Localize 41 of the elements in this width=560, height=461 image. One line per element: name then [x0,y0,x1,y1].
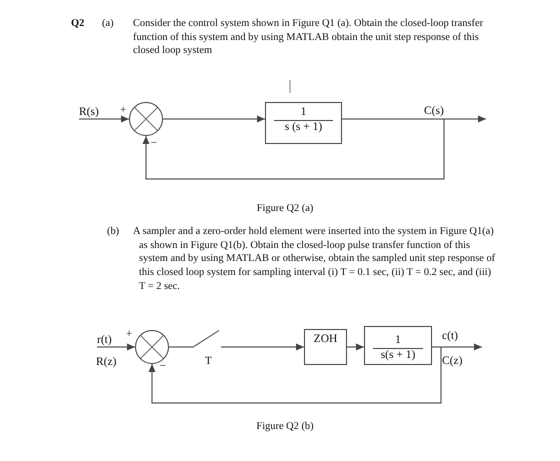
numerator: 1 [300,106,306,119]
feedback-arrow [148,346,442,404]
signal-line [432,346,442,348]
signal-arrow [346,344,364,350]
edge-label: C(s) [424,105,444,118]
signal-arrow [78,116,130,122]
sign-label: + [120,104,126,117]
denominator: s (s + 1) [284,121,322,134]
signal-arrow [96,344,136,350]
signal-line [168,346,194,348]
question-text: A sampler and a zero-order hold element were inserted into the system in Figure Q1(a) as shown in Figure Q1(b). Obtain the closed-loop pulse transfer function of this system and by using MATLAB or otherwise, obtain the sampled unit step response of this closed loop system for sampling interval (i) T = 0.1 sec, (ii) T = 0.2 sec, and (iii) T = 2 sec. [133,225,496,294]
summing-junction [129,102,163,136]
transfer-function-block [265,102,342,144]
figure-caption: Figure Q2 (a) [256,202,314,216]
sign-label: – [160,359,166,372]
edge-label: c(t) [442,330,458,343]
part-label: (a) [102,17,114,31]
signal-arrow [440,344,482,350]
hold-block [304,329,347,365]
input-label: r(t) [97,333,112,347]
signal-label: R(z) [96,356,116,369]
signal-arrow [220,344,304,350]
sign-label: – [151,136,156,149]
input-label: R(s) [79,106,99,119]
sampling-period-label: T [205,355,212,368]
signal-label: C(z) [442,355,462,368]
numerator: 1 [395,334,401,347]
transfer-function-block [364,326,432,365]
question-number: Q2 [71,17,84,31]
denominator: s(s + 1) [380,349,416,362]
sampler-switch [194,330,221,347]
sign-label: + [126,328,132,341]
summing-junction [135,330,169,364]
feedback-arrow [142,118,444,180]
block-label: ZOH [314,333,338,346]
signal-arrow [162,116,266,122]
signal-arrow [444,116,486,122]
signal-line [342,118,444,120]
figure-caption: Figure Q2 (b) [256,420,314,434]
question-text: Consider the control system shown in Figure Q1 (a). Obtain the closed-loop transfer function of this system and by using MATLAB obtain the unit step response of this closed loop system [133,17,484,58]
part-label: (b) [107,225,120,239]
